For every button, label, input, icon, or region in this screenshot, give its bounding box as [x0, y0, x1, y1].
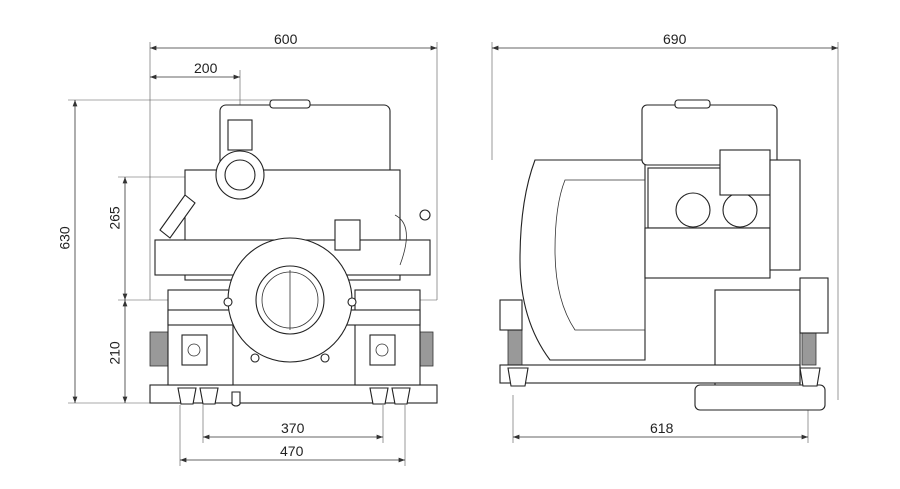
dim-upper-height-label: 265: [106, 206, 123, 230]
dim-inner-foot-span-label: 370: [281, 420, 305, 436]
dim-overall-height-label: 630: [56, 226, 73, 250]
side-view-machine: [499, 99, 829, 411]
dim-outer-foot-span-label: 470: [280, 443, 304, 459]
dim-inlet-offset-label: 200: [194, 60, 218, 76]
side-dimensions: [491, 42, 839, 443]
dim-overall-width-label: 600: [274, 31, 298, 47]
dim-base-height-label: 210: [106, 341, 123, 365]
front-view-machine: [149, 99, 438, 407]
dim-overall-length-label: 690: [663, 31, 687, 47]
dim-side-foot-span-label: 618: [650, 420, 674, 436]
